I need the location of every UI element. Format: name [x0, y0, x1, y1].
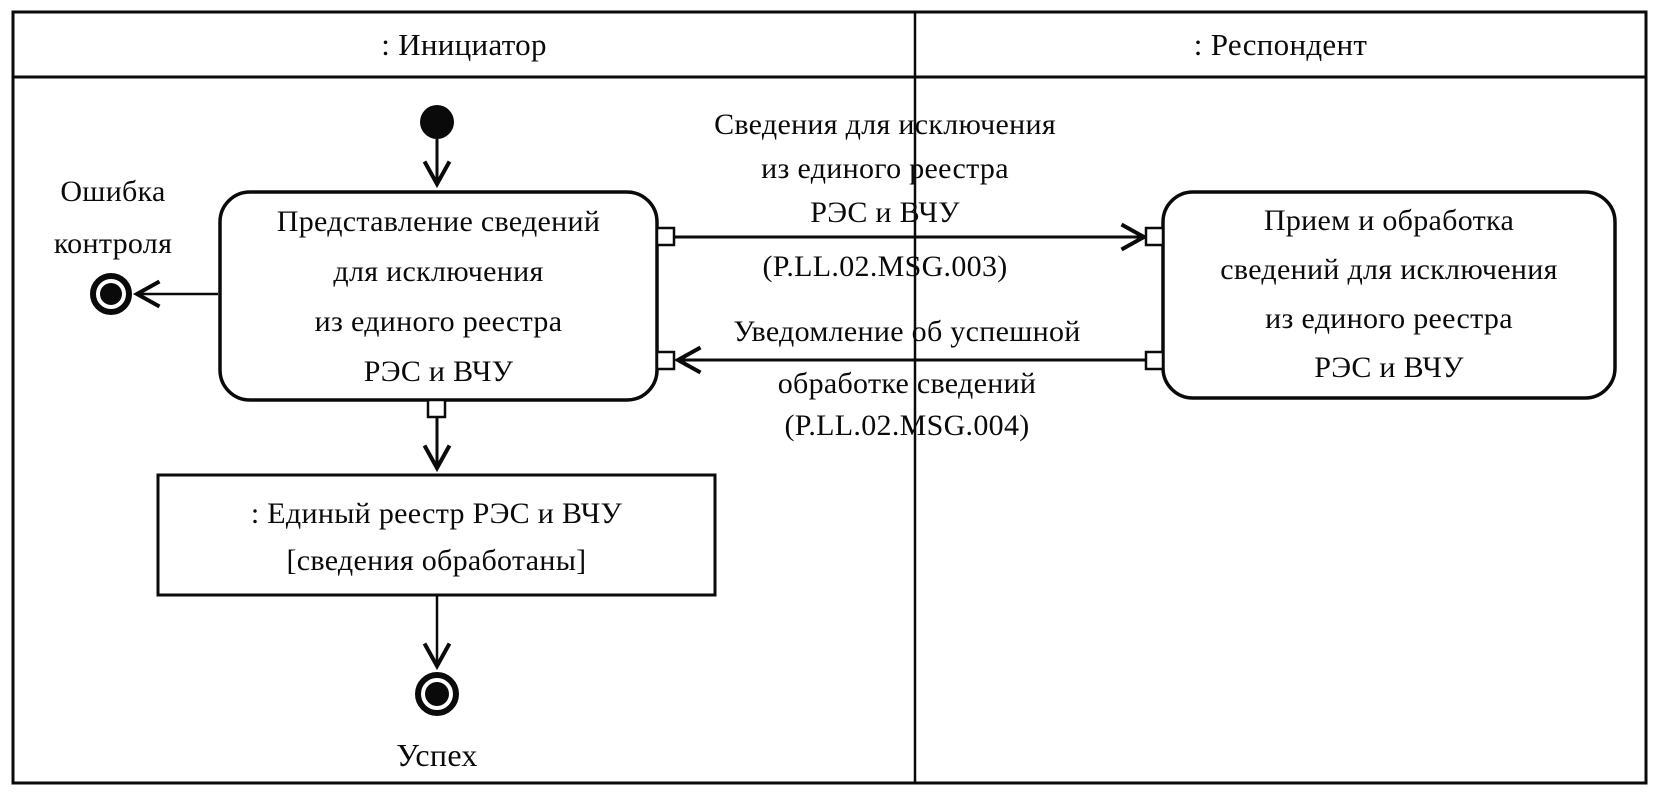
message-msg004-code: (P.LL.02.MSG.004) [784, 409, 1030, 442]
port-respondent-out [1144, 350, 1165, 371]
message-msg004-label-top: Уведомление об успешной [733, 315, 1081, 348]
final-state-success-ring [415, 672, 459, 716]
port-respondent-in [1144, 226, 1165, 247]
port-initiator-out [655, 226, 676, 247]
message-msg003-code: (P.LL.02.MSG.003) [762, 250, 1008, 283]
lane-header-initiator: : Инициатор [381, 27, 547, 62]
final-state-success-core [425, 682, 449, 706]
initial-state-node [420, 105, 454, 139]
message-msg003-label: Сведения для исключения из единого реест… [714, 108, 1056, 229]
swimlane-frame [11, 10, 1648, 785]
activity-respondent-label: Прием и обработка сведений для исключени… [1220, 204, 1558, 384]
object-box-registry [156, 473, 717, 597]
object-registry-label: : Единый реестр РЭС и ВЧУ [сведения обра… [250, 497, 623, 577]
final-state-error-ring [90, 273, 132, 315]
activity-box-respondent [1161, 190, 1617, 400]
port-initiator-in [655, 350, 676, 371]
port-initiator-bottom [426, 398, 447, 419]
activity-initiator-label: Представление сведений для исключения из… [276, 205, 601, 388]
final-state-error-label: Ошибка контроля [53, 175, 173, 260]
final-state-success-label: Успех [396, 737, 478, 773]
final-state-error-core [100, 283, 122, 305]
message-msg004-label-bottom: обработке сведений [777, 367, 1037, 400]
lane-header-respondent: : Респондент [1193, 27, 1368, 62]
